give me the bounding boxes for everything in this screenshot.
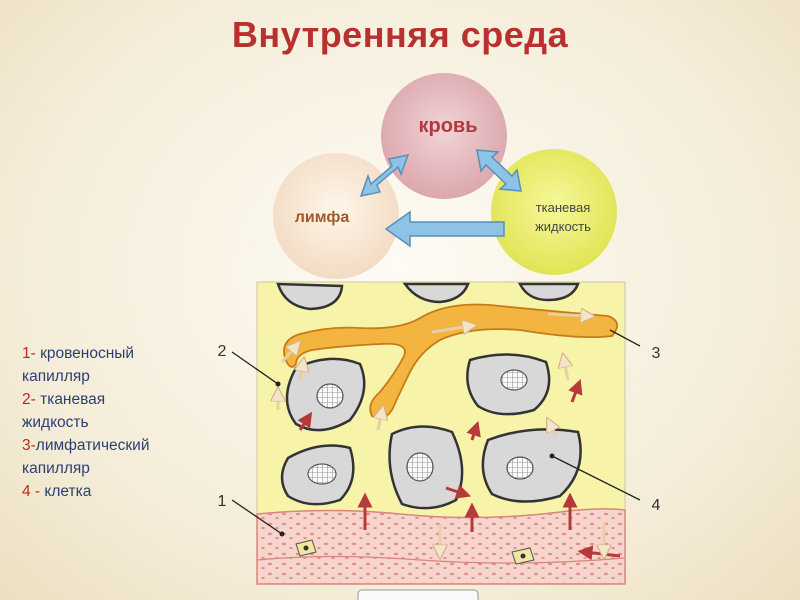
arrow-blood-tissue: [476, 149, 522, 192]
legend-item-3: 3-лимфатический: [22, 437, 150, 454]
legend-item-3-cont: капилляр: [22, 460, 90, 477]
legend-item-4: 4 - клетка: [22, 483, 92, 500]
arrow-lymph-blood: [359, 153, 410, 198]
tissue-fluid-circle: [491, 149, 617, 275]
legend-item-2-cont: жидкость: [22, 414, 89, 431]
legend-item-1: 1- кровеносный: [22, 345, 135, 362]
callout-2: 2: [218, 343, 227, 360]
cell: [466, 353, 551, 416]
lymph-flow-arrows: [278, 314, 604, 552]
page-title: Внутренняя среда: [231, 14, 569, 55]
lymph-capillary: [283, 303, 618, 419]
tissue-label-1: тканевая: [536, 200, 591, 215]
tissue-illustration: [231, 281, 641, 585]
cell: [388, 425, 464, 510]
callout-lines: [231, 329, 641, 535]
blood-circle: [381, 73, 507, 199]
tissue-label-2: жидкость: [535, 219, 591, 234]
cell: [280, 444, 355, 506]
arrow-tissue-lymph: [384, 210, 505, 248]
lymph-label: лимфа: [295, 209, 350, 226]
callout-3: 3: [652, 345, 661, 362]
exchange-arrows: [359, 149, 522, 248]
callout-1: 1: [218, 493, 227, 510]
legend-item-2: 2- тканевая: [22, 391, 106, 408]
legend: 1- кровеносный капилляр 2- тканевая жидк…: [22, 342, 222, 503]
bottom-tab: [357, 589, 479, 600]
callout-4: 4: [652, 497, 661, 514]
plasma-flow-arrows: [297, 378, 621, 561]
blood-label: кровь: [418, 115, 477, 137]
cell: [481, 428, 582, 503]
legend-item-1-cont: капилляр: [22, 368, 90, 385]
